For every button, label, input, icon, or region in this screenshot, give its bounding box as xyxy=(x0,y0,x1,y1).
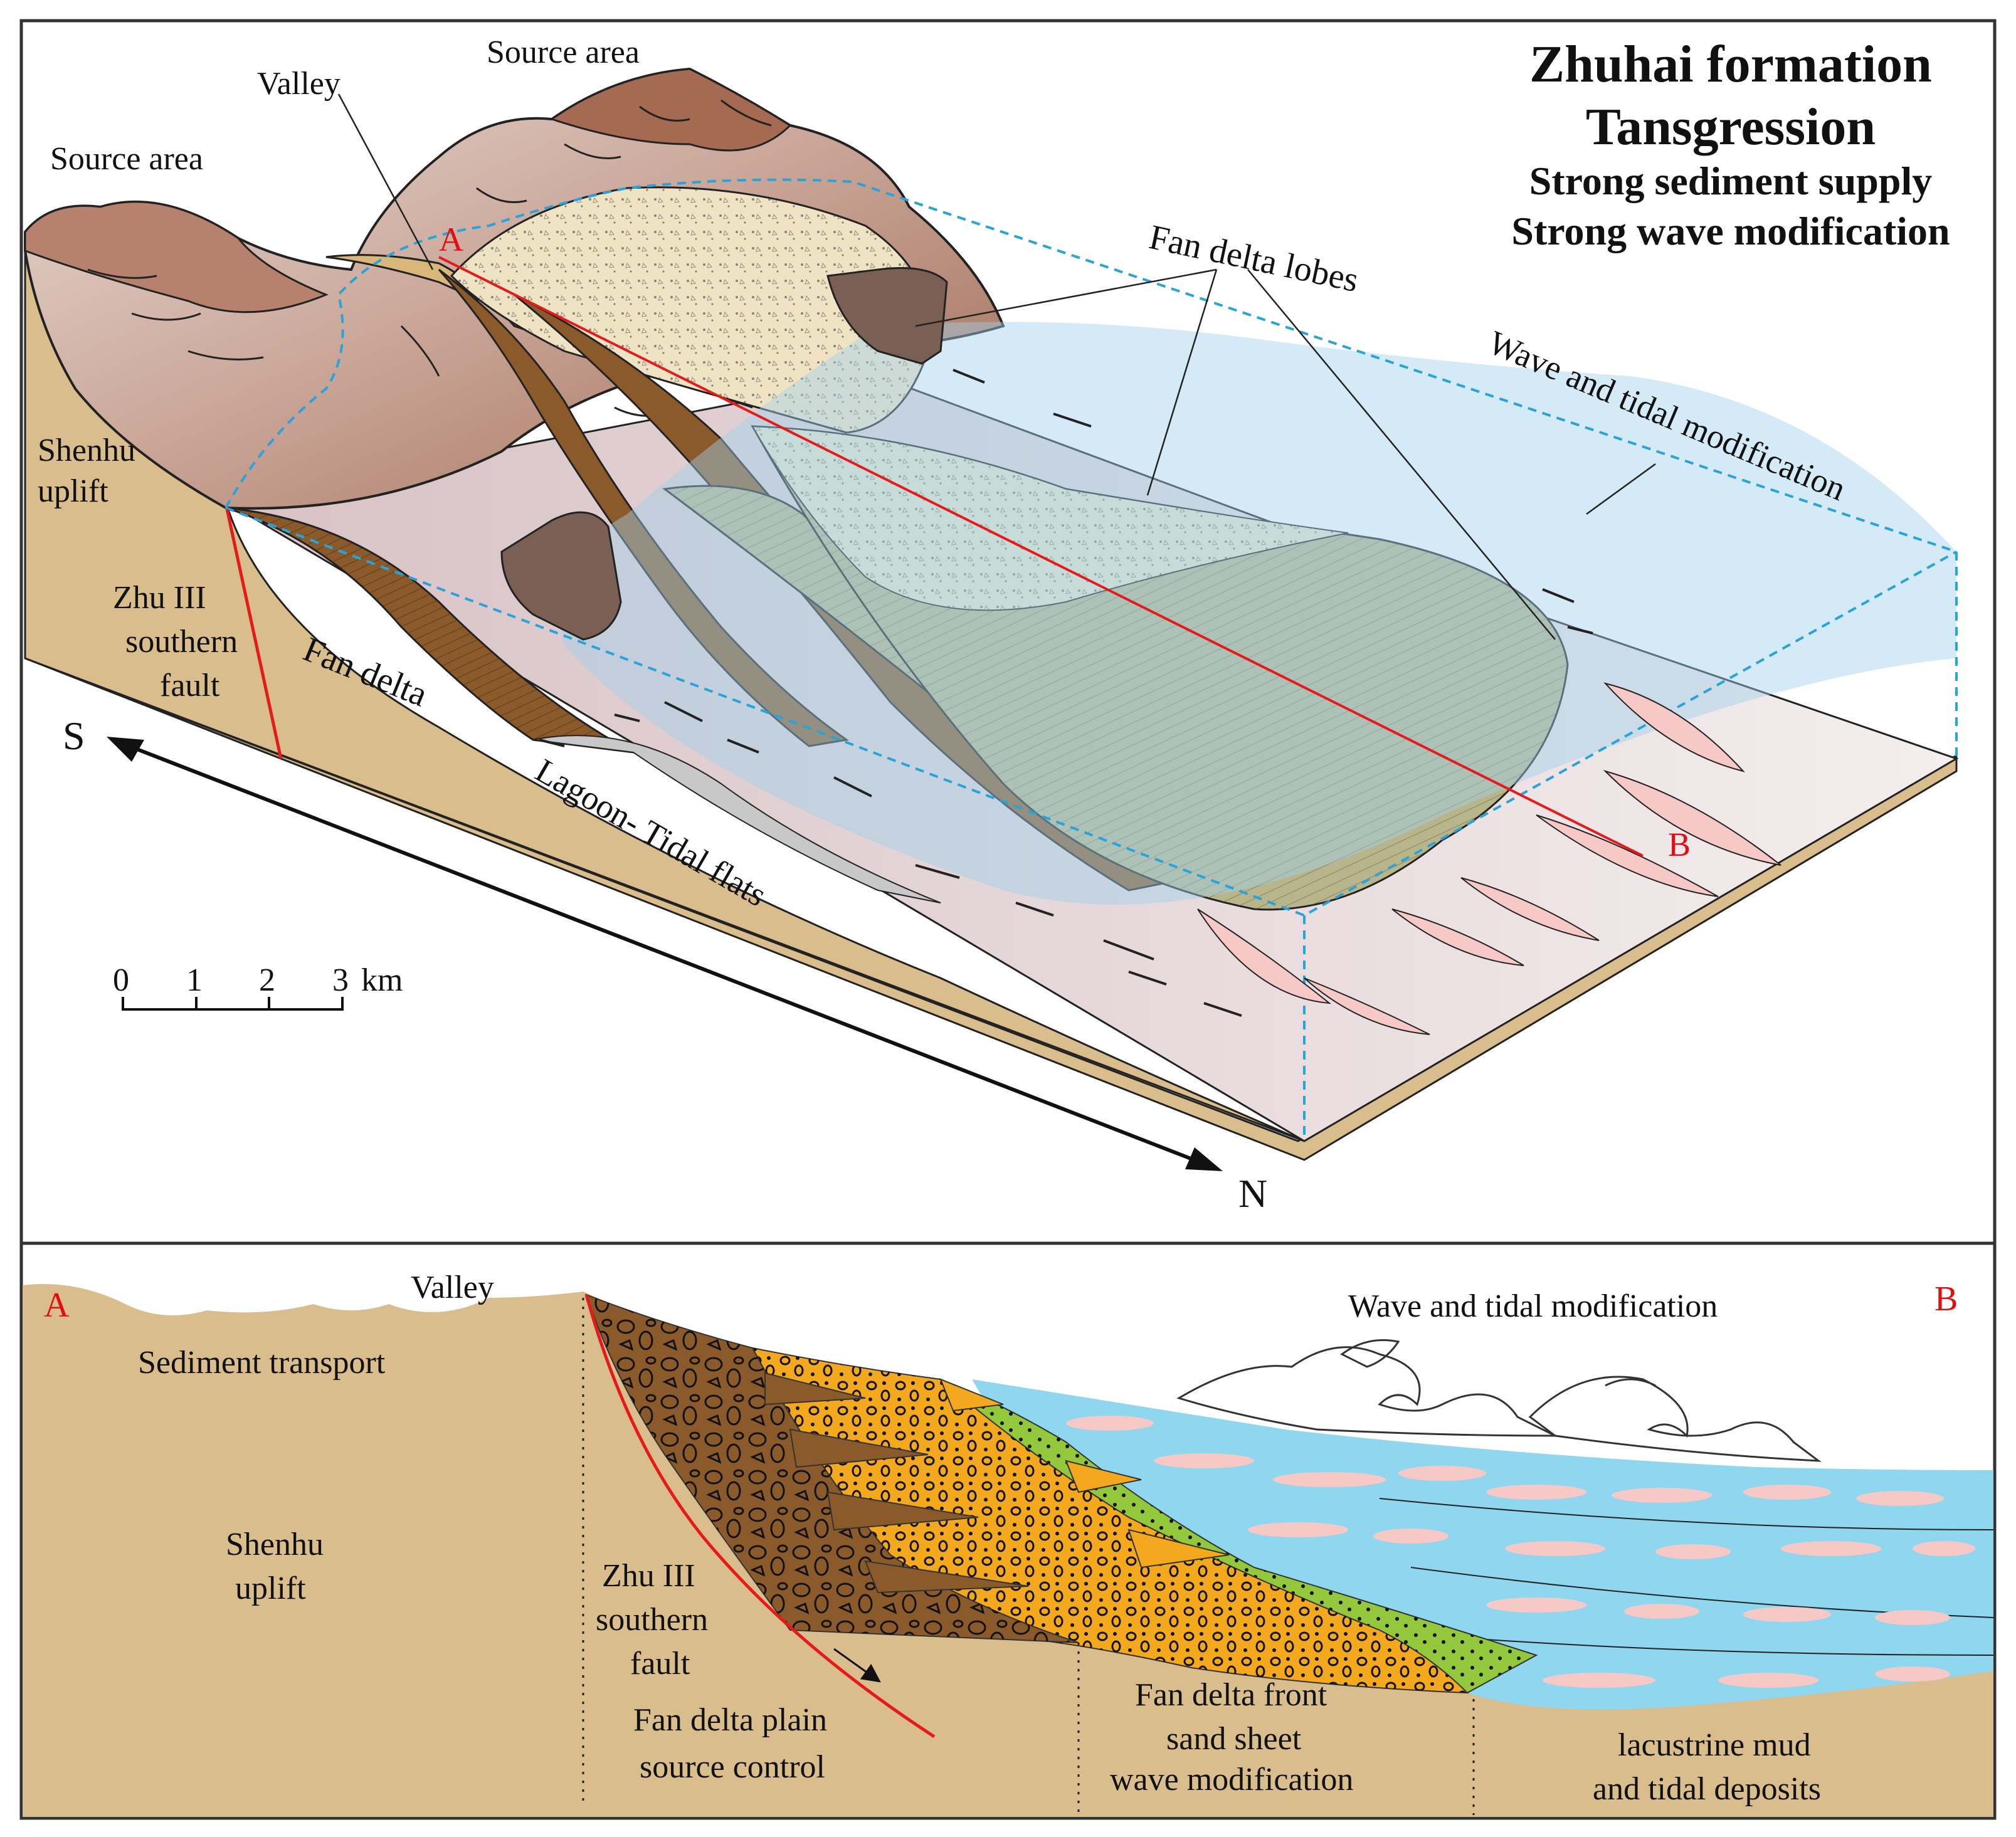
fault-line-section xyxy=(584,1294,936,1739)
label-shenhu-block-2: uplift xyxy=(38,473,108,509)
scale-tick-3: 3 xyxy=(332,962,349,998)
scale-unit: km xyxy=(361,962,403,998)
green-sand-sheet-dots xyxy=(941,1379,1536,1693)
floor-dashes xyxy=(539,369,1593,1017)
fan-delta-wedge-hatch xyxy=(226,508,633,752)
boulder-1 xyxy=(826,267,948,365)
label-fault-section-2: southern xyxy=(596,1602,708,1638)
scale-tick-1: 1 xyxy=(186,962,203,998)
label-shenhu-section-1: Shenhu xyxy=(226,1527,324,1562)
lake-water xyxy=(559,322,1956,905)
fan-delta-lobe-olive-1-hatch xyxy=(665,486,1242,809)
label-point-b-section: B xyxy=(1934,1280,1958,1319)
scale-bar xyxy=(122,997,344,1011)
north-arrowhead xyxy=(1185,1147,1223,1171)
label-fault-section-1: Zhu III xyxy=(602,1558,695,1594)
label-fault-block-2: southern xyxy=(125,624,238,660)
label-lake-2: and tidal deposits xyxy=(1593,1771,1821,1807)
title-line-2: Tansgression xyxy=(1586,98,1876,156)
feeder-channel-1 xyxy=(438,268,849,747)
pink-tidal-bars xyxy=(1197,682,1781,1035)
label-shenhu-section-2: uplift xyxy=(235,1571,306,1606)
section-pink-lenses xyxy=(1066,1416,1975,1688)
block-diagram xyxy=(24,67,1959,1171)
label-sediment-transport: Sediment transport xyxy=(138,1345,386,1381)
interfinger-tongues-orange xyxy=(939,1378,1230,1569)
title-line-3: Strong sediment supply xyxy=(1529,159,1933,203)
fault-line-block xyxy=(225,508,283,759)
sn-axis-line xyxy=(112,738,1211,1168)
cross-section xyxy=(23,1284,1994,1817)
section-dividers xyxy=(582,1298,1475,1815)
label-source-area-top: Source area xyxy=(487,34,640,70)
label-fan-front-3: wave modification xyxy=(1110,1762,1353,1798)
label-fault-section-3: fault xyxy=(630,1646,690,1682)
label-point-b-block: B xyxy=(1668,826,1691,863)
wave-curls xyxy=(1176,1339,1822,1462)
boulder-2 xyxy=(500,511,622,641)
label-source-area-left: Source area xyxy=(50,141,203,177)
scale-tick-2: 2 xyxy=(259,962,275,998)
title-line-4: Strong wave modification xyxy=(1511,209,1950,253)
label-wave-tidal-section: Wave and tidal modification xyxy=(1348,1288,1718,1324)
block-outline-dashed xyxy=(224,178,1958,1141)
label-point-a-section: A xyxy=(44,1286,70,1325)
label-south: S xyxy=(63,713,85,758)
label-fan-plain-1: Fan delta plain xyxy=(633,1702,827,1738)
label-fault-block-1: Zhu III xyxy=(113,580,206,616)
south-arrowhead xyxy=(107,737,144,762)
title-line-1: Zhuhai formation xyxy=(1529,35,1932,93)
profile-line-ab xyxy=(438,256,1644,857)
mountain-left xyxy=(24,201,329,313)
orange-fan-front-pebbles xyxy=(752,1348,1467,1693)
label-north: N xyxy=(1238,1171,1267,1216)
fan-delta-lobe-sandy-top-texture xyxy=(752,426,1348,611)
label-fan-front-1: Fan delta front xyxy=(1135,1677,1327,1713)
label-shenhu-block-1: Shenhu xyxy=(38,433,135,468)
label-lake-1: lacustrine mud xyxy=(1618,1727,1811,1763)
label-point-a-block: A xyxy=(439,221,463,258)
scale-tick-0: 0 xyxy=(113,962,129,998)
interfinger-tongues xyxy=(764,1372,1029,1594)
label-fan-plain-2: source control xyxy=(640,1749,825,1785)
label-fault-block-3: fault xyxy=(160,668,220,703)
leader-lines xyxy=(337,93,1656,640)
label-valley-block: Valley xyxy=(257,66,340,102)
fan-delta-lobe-proximal-texture xyxy=(451,187,930,433)
label-fan-front-2: sand sheet xyxy=(1166,1721,1302,1757)
lagoon-tidal-flat xyxy=(532,735,941,903)
fault-slip-arrow xyxy=(833,1648,881,1683)
label-valley-section: Valley xyxy=(411,1270,494,1305)
title-block: Zhuhai formation Tansgression Strong sed… xyxy=(1511,35,1950,253)
mountain-peak xyxy=(549,68,792,152)
brown-fan-plain-gravel xyxy=(586,1295,1079,1643)
